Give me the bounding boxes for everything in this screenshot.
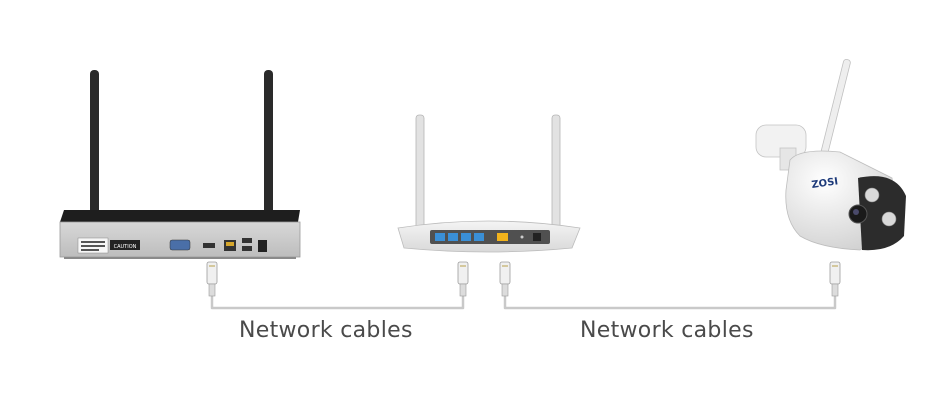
caution-label: CAUTION: [114, 244, 137, 250]
rj45-plug-icon: [830, 262, 840, 296]
rj45-plug-icon: [207, 262, 217, 296]
network-cable-left: [212, 296, 463, 308]
antenna-icon: [264, 70, 273, 220]
rj45-plug-icon: [458, 262, 468, 296]
antenna-icon: [90, 70, 99, 220]
cable-caption-right: Network cables: [580, 318, 754, 343]
network-cable-right: [505, 296, 835, 308]
nvr-recorder-icon: CAUTION: [60, 70, 300, 259]
wifi-router-icon: [398, 115, 580, 252]
cable-caption-left: Network cables: [239, 318, 413, 343]
antenna-icon: [820, 59, 851, 158]
antenna-icon: [416, 115, 424, 230]
ip-bullet-camera-icon: ZOSI: [756, 59, 906, 250]
antenna-icon: [552, 115, 560, 230]
rj45-plug-icon: [500, 262, 510, 296]
